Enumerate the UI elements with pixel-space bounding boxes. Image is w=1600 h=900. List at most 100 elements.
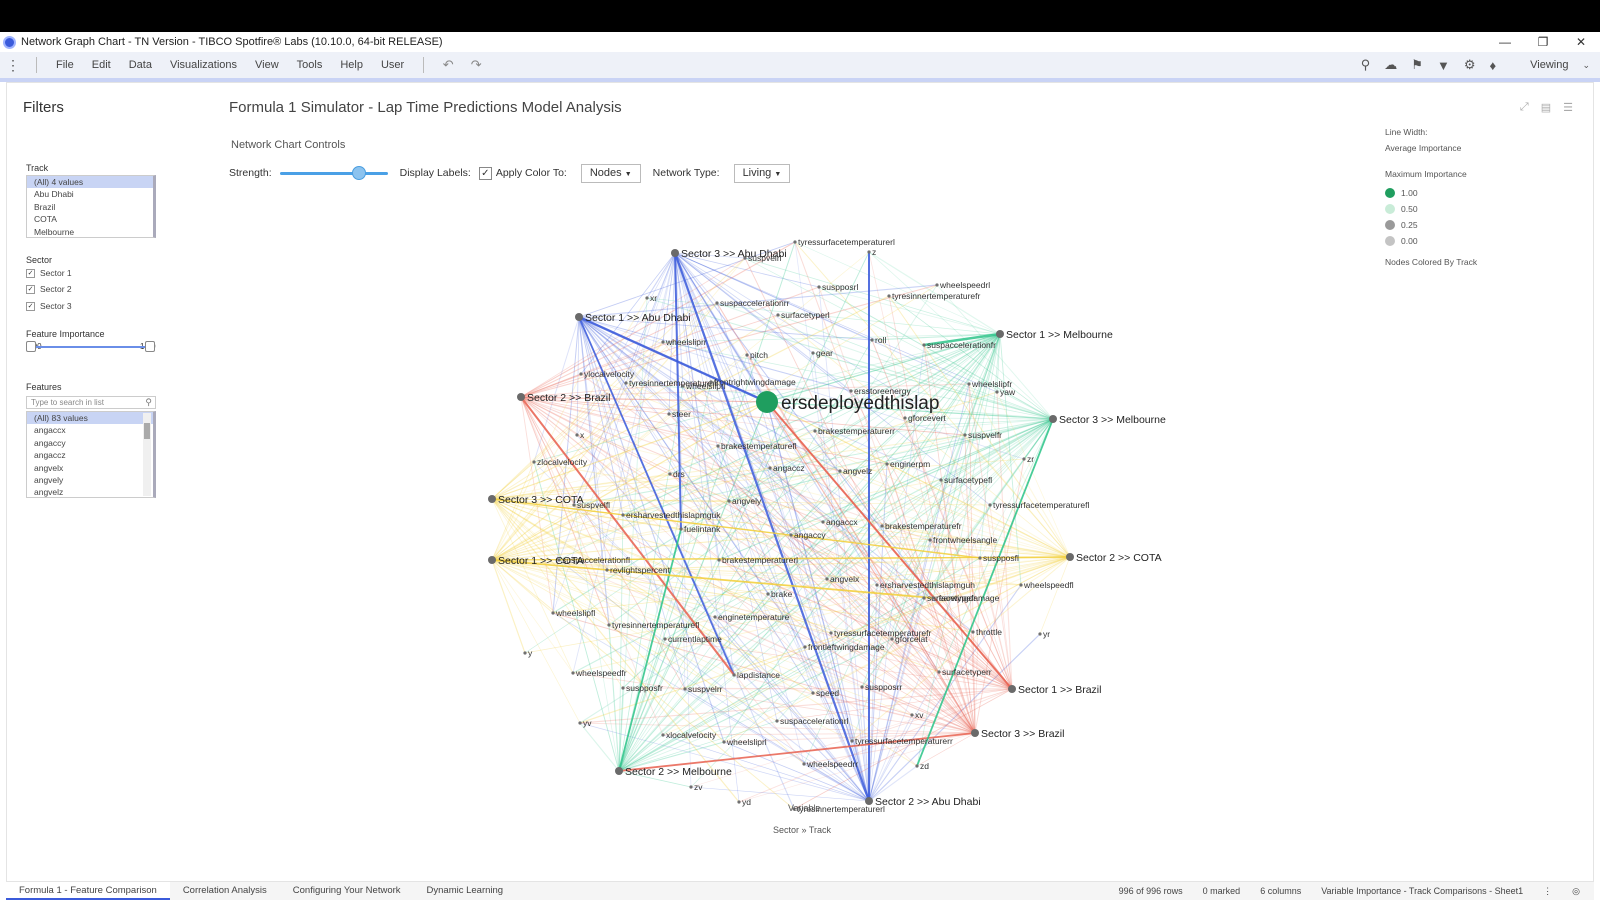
feature-node[interactable] (850, 739, 854, 743)
mode-selector[interactable]: Viewing (1530, 59, 1569, 71)
feature-node[interactable] (1038, 632, 1042, 636)
feature-node[interactable] (922, 596, 926, 600)
feature-node[interactable] (663, 637, 667, 641)
feature-node[interactable] (776, 313, 780, 317)
search-icon[interactable]: ⚲ (1360, 57, 1371, 72)
scrollbar-thumb[interactable] (144, 423, 150, 439)
sector-1-checkbox[interactable]: ✓Sector 1 (26, 268, 72, 278)
tab-configuring-network[interactable]: Configuring Your Network (292, 885, 401, 896)
menu-user[interactable]: User (380, 59, 405, 71)
feature-node[interactable] (860, 685, 864, 689)
network-type-dropdown[interactable]: Living ▼ (733, 163, 791, 183)
feature-node[interactable] (645, 296, 649, 300)
feature-node[interactable] (1019, 583, 1023, 587)
feature-node[interactable] (523, 651, 527, 655)
feature-node[interactable] (867, 250, 871, 254)
tab-correlation-analysis[interactable]: Correlation Analysis (182, 885, 267, 896)
feature-node[interactable] (825, 577, 829, 581)
feature-node[interactable] (668, 472, 672, 476)
feature-node[interactable] (727, 499, 731, 503)
feature-node[interactable] (661, 733, 665, 737)
feature-node[interactable] (817, 285, 821, 289)
sector-node[interactable] (971, 729, 979, 737)
track-listbox[interactable]: (All) 4 values Abu Dhabi Brazil COTA Mel… (26, 175, 156, 238)
feature-node[interactable] (716, 444, 720, 448)
feature-node[interactable] (802, 762, 806, 766)
feature-node[interactable] (775, 719, 779, 723)
menu-data[interactable]: Data (128, 59, 152, 71)
feature-node[interactable] (766, 592, 770, 596)
feature-node[interactable] (621, 686, 625, 690)
chevron-down-icon[interactable]: ⌄ (1582, 59, 1590, 70)
feature-node[interactable] (709, 380, 713, 384)
feature-node[interactable] (551, 611, 555, 615)
list-icon[interactable]: ☰ (1563, 102, 1573, 114)
feature-node[interactable] (903, 416, 907, 420)
features-scrollbar[interactable] (143, 413, 151, 496)
sector-node[interactable] (1066, 553, 1074, 561)
feature-node[interactable] (715, 301, 719, 305)
feature-node[interactable] (768, 466, 772, 470)
highlighted-node[interactable] (756, 391, 778, 413)
feature-node[interactable] (607, 623, 611, 627)
redo-icon[interactable]: ↷ (470, 57, 482, 72)
feature-node[interactable] (578, 721, 582, 725)
sector-node[interactable] (1049, 415, 1057, 423)
list-item[interactable]: angaccx (34, 425, 66, 436)
feature-node[interactable] (849, 389, 853, 393)
feature-node[interactable] (978, 556, 982, 560)
feature-node[interactable] (661, 340, 665, 344)
feature-node[interactable] (880, 524, 884, 528)
menu-visualizations[interactable]: Visualizations (169, 59, 238, 71)
feature-node[interactable] (722, 740, 726, 744)
feature-node[interactable] (890, 637, 894, 641)
slider-max-handle[interactable] (145, 341, 155, 352)
data-table-name[interactable]: Variable Importance - Track Comparisons … (1321, 886, 1524, 896)
feature-node[interactable] (887, 294, 891, 298)
sector-node[interactable] (615, 767, 623, 775)
feature-node[interactable] (732, 673, 736, 677)
feature-node[interactable] (803, 645, 807, 649)
network-graph[interactable]: tyressurfacetemperaturerlzsuspvelrlwheel… (207, 83, 1593, 843)
tab-feature-comparison[interactable]: Formula 1 - Feature Comparison (6, 882, 170, 900)
features-search-input[interactable]: Type to search in list ⚲ (26, 396, 156, 409)
feature-node[interactable] (743, 256, 747, 260)
more-options-icon[interactable]: ⋮ (6, 56, 20, 73)
menu-file[interactable]: File (56, 59, 74, 71)
sector-node[interactable] (865, 797, 873, 805)
sector-node[interactable] (1008, 685, 1016, 693)
sector-node[interactable] (517, 393, 525, 401)
collaboration-icon[interactable]: ☁ (1384, 57, 1398, 72)
display-labels-checkbox[interactable]: ✓ (478, 166, 492, 180)
feature-node[interactable] (737, 800, 741, 804)
list-item[interactable]: Brazil (34, 201, 56, 212)
check-icon[interactable]: ✓ (26, 268, 35, 278)
feature-node[interactable] (679, 527, 683, 531)
filter-icon[interactable]: ▼ (1436, 57, 1450, 73)
feature-node[interactable] (813, 429, 817, 433)
list-item[interactable]: angvely (34, 474, 64, 485)
x-axis-sublabel[interactable]: Sector » Track (773, 825, 832, 835)
feature-node[interactable] (885, 462, 889, 466)
feature-node[interactable] (793, 240, 797, 244)
slider-min-handle[interactable] (26, 341, 36, 352)
strength-slider[interactable] (279, 166, 388, 180)
feature-node[interactable] (910, 713, 914, 717)
slider-knob[interactable] (351, 166, 366, 180)
feature-node[interactable] (811, 351, 815, 355)
bookmark-icon[interactable]: ⚑ (1411, 57, 1423, 72)
feature-node[interactable] (875, 583, 879, 587)
feature-node[interactable] (713, 615, 717, 619)
feature-node[interactable] (745, 353, 749, 357)
check-icon[interactable]: ✓ (26, 301, 35, 311)
menu-tools[interactable]: Tools (296, 59, 323, 71)
menu-view[interactable]: View (255, 59, 279, 71)
feature-node[interactable] (937, 670, 941, 674)
feature-node[interactable] (789, 533, 793, 537)
feature-node[interactable] (575, 433, 579, 437)
list-item[interactable]: (All) 83 values (27, 412, 153, 425)
feature-node[interactable] (988, 503, 992, 507)
list-item[interactable]: angvelx (34, 462, 64, 473)
more-options-icon[interactable]: ⋮ (1543, 885, 1553, 896)
list-item[interactable]: angaccz (34, 450, 66, 461)
